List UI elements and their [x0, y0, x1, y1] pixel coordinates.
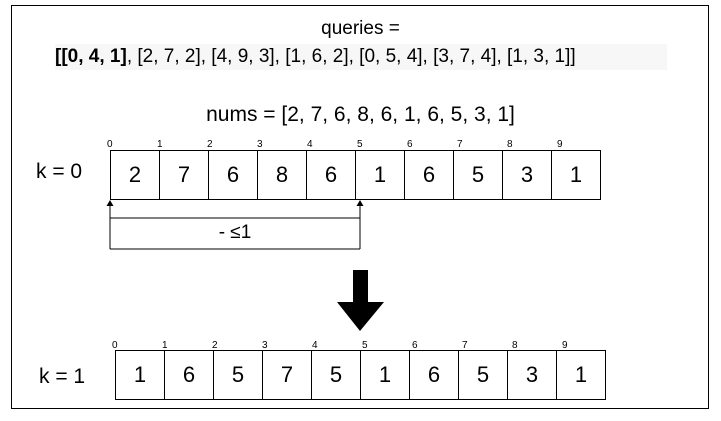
array-cell: 1	[115, 350, 165, 400]
index-label: 4	[307, 139, 313, 150]
array-cell: 3	[502, 150, 552, 200]
array-cell: 7	[159, 150, 209, 200]
row-label-k1: k = 1	[39, 365, 86, 388]
queries-list: [[0, 4, 1], [2, 7, 2], [4, 9, 3], [1, 6,…	[55, 44, 667, 70]
remaining-queries: , [2, 7, 2], [4, 9, 3], [1, 6, 2], [0, 5…	[126, 46, 576, 67]
nums-label: nums = [2, 7, 6, 8, 6, 1, 6, 5, 3, 1]	[206, 103, 515, 126]
index-label: 7	[462, 340, 468, 351]
range-label: - ≤1	[218, 222, 252, 243]
queries-title: queries =	[321, 18, 400, 39]
array-cell: 5	[213, 350, 263, 400]
highlighted-query: [[0, 4, 1]	[55, 46, 127, 67]
index-label: 1	[157, 139, 163, 150]
index-label: 5	[357, 139, 363, 150]
index-label: 6	[412, 340, 418, 351]
index-label: 9	[557, 139, 563, 150]
array-cell: 2	[110, 150, 160, 200]
index-labels-k1: 0 1 2 3 4 5 6 7 8 9	[112, 340, 615, 352]
index-label: 9	[562, 340, 568, 351]
array-cell: 1	[360, 350, 410, 400]
array-cell: 6	[208, 150, 258, 200]
index-label: 6	[407, 139, 413, 150]
array-cell: 5	[311, 350, 361, 400]
index-label: 2	[212, 340, 218, 351]
index-label: 8	[507, 139, 513, 150]
diagram-frame	[11, 5, 709, 409]
down-arrow-head	[337, 302, 384, 331]
index-label: 3	[257, 139, 263, 150]
index-label: 5	[362, 340, 368, 351]
array-cell: 8	[257, 150, 307, 200]
array-cell: 6	[164, 350, 214, 400]
array-cell: 1	[556, 350, 606, 400]
index-label: 1	[162, 340, 168, 351]
array-cell: 1	[551, 150, 601, 200]
index-label: 0	[112, 340, 118, 351]
index-label: 0	[107, 139, 113, 150]
array-cell: 6	[409, 350, 459, 400]
index-label: 4	[312, 340, 318, 351]
index-labels-k0: 0 1 2 3 4 5 6 7 8 9	[107, 139, 610, 151]
index-label: 2	[207, 139, 213, 150]
down-arrow-shaft	[353, 270, 368, 302]
array-cell: 3	[507, 350, 557, 400]
array-cell: 7	[262, 350, 312, 400]
index-label: 8	[512, 340, 518, 351]
array-cell: 5	[458, 350, 508, 400]
array-cell: 5	[453, 150, 503, 200]
array-cell: 6	[306, 150, 356, 200]
row-label-k0: k = 0	[36, 160, 83, 183]
index-label: 7	[457, 139, 463, 150]
array-cell: 6	[404, 150, 454, 200]
index-label: 3	[262, 340, 268, 351]
